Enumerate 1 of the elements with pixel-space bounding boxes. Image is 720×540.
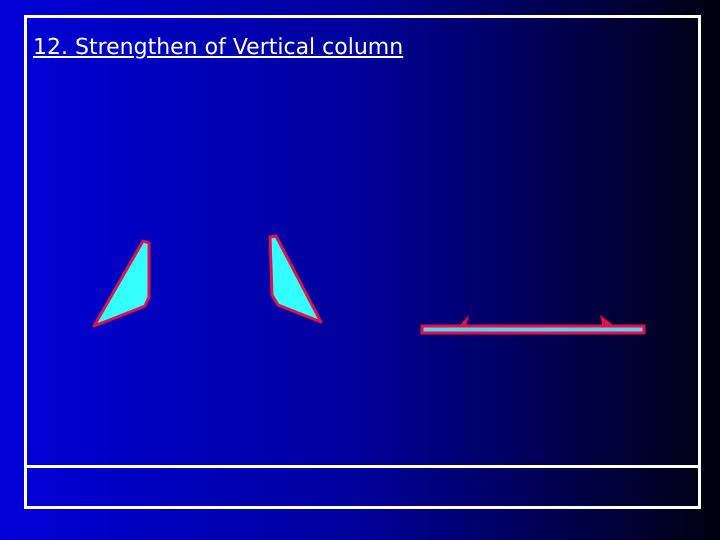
slide-title: 12. Strengthen of Vertical column [33, 35, 404, 60]
